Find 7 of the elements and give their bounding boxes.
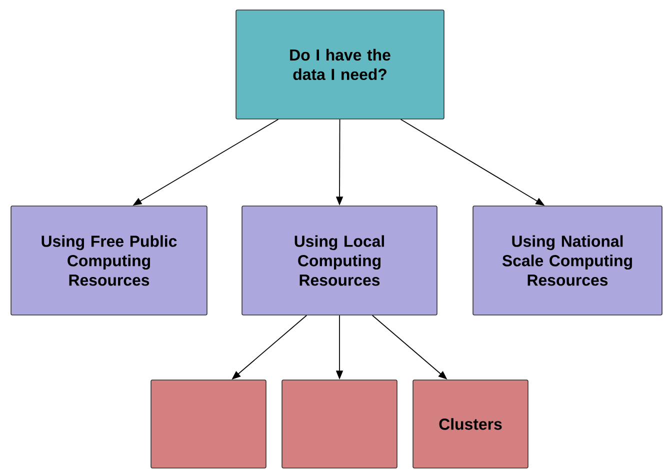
- question-box: Do I have the data I need?: [236, 10, 444, 120]
- platform-box: [282, 380, 398, 468]
- option-box: Using Local Computing Resources: [242, 206, 438, 316]
- platform-box: Clusters: [412, 380, 528, 468]
- option-box: Using National Scale Computing Resources: [472, 206, 662, 316]
- platform-box: [150, 380, 266, 468]
- option-box: Using Free Public Computing Resources: [10, 206, 208, 316]
